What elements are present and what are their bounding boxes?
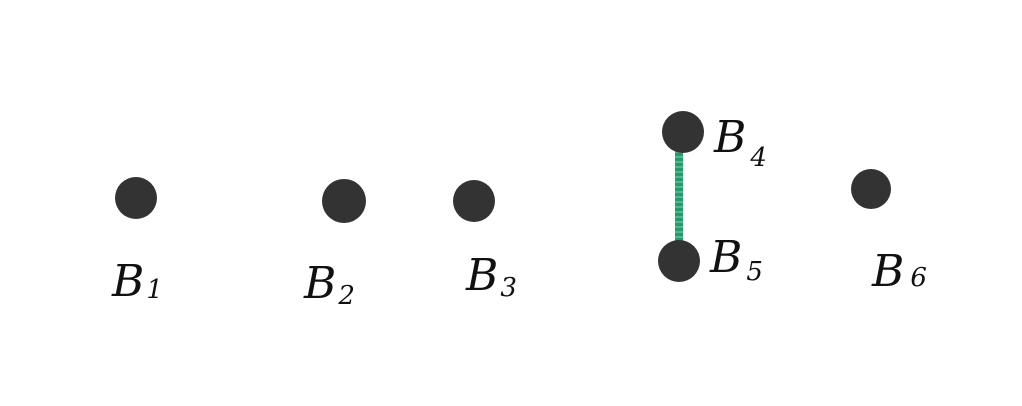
edges-layer: [340, 147, 683, 247]
node-label-b1: B1: [111, 256, 163, 307]
node-label-b1-letter: B: [111, 256, 144, 307]
node-b5: [658, 240, 700, 282]
node-b4: [662, 111, 704, 153]
node-b3: [453, 180, 495, 222]
node-label-b2-subscript: 2: [337, 281, 355, 311]
node-b1: [115, 177, 157, 219]
node-b2: [322, 179, 366, 223]
node-label-b3-subscript: 3: [500, 273, 517, 303]
nodes-layer: [115, 111, 891, 282]
node-label-b3-letter: B: [465, 250, 498, 301]
node-label-b5-letter: B: [709, 232, 742, 283]
node-label-b4-letter: B: [713, 112, 746, 163]
node-label-b2-letter: B: [303, 258, 336, 309]
node-label-b4-subscript: 4: [749, 143, 767, 173]
node-label-b6-letter: B: [871, 246, 904, 297]
node-b6: [851, 169, 891, 209]
node-label-b5-subscript: 5: [746, 257, 763, 287]
node-label-b6-subscript: 6: [910, 263, 927, 293]
node-label-b2: B2: [303, 258, 355, 311]
node-label-b1-subscript: 1: [146, 275, 163, 305]
node-label-b3: B3: [465, 250, 517, 303]
